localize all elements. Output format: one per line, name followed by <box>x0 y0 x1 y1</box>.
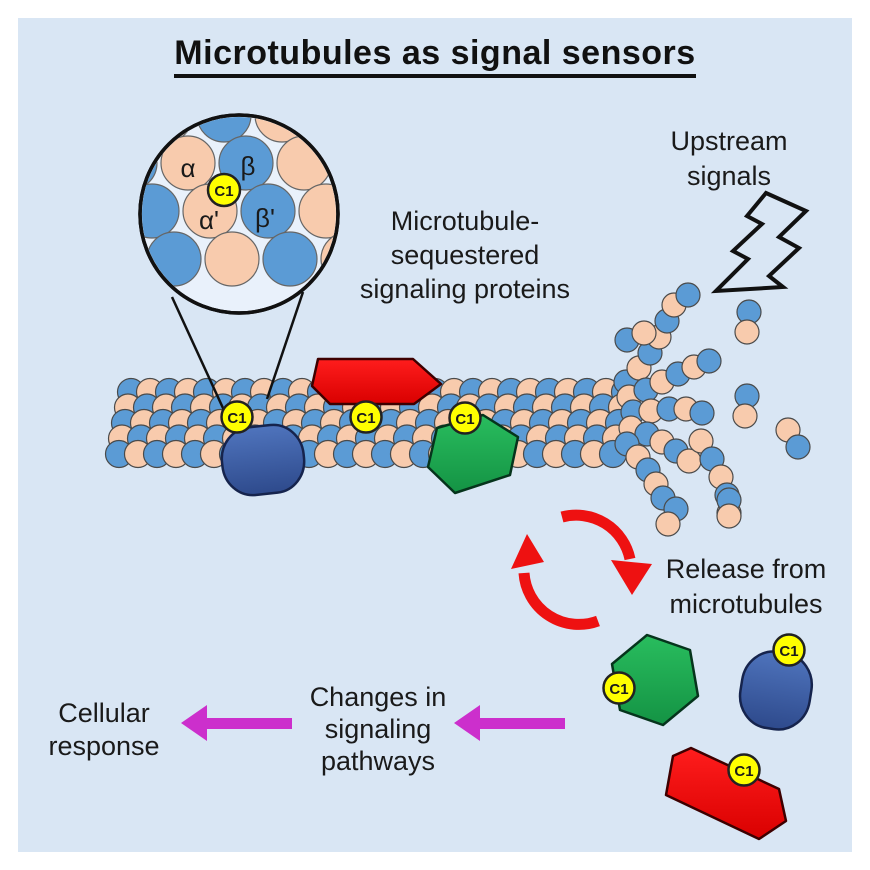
magnifier-cone-right-line <box>265 291 305 400</box>
alpha-prime-tubulin-label: α' <box>199 205 219 235</box>
cycle-arrow-up-head <box>511 534 544 569</box>
alpha-tubulin-label: α <box>180 153 195 183</box>
magnifier-inset-ring <box>138 113 340 315</box>
page-title: Microtubules as signal sensors <box>18 34 852 78</box>
label-line: Upstream <box>670 126 787 156</box>
c1-badge-circle <box>349 400 383 434</box>
label-microtubule-sequestered: Microtubule- sequestered signaling prote… <box>360 206 570 304</box>
released-tubulin-dimers <box>613 282 811 537</box>
label-line: microtubules <box>669 589 822 619</box>
c1-badge-text: C1 <box>734 763 753 780</box>
lightning-bolt-icon <box>710 190 810 294</box>
c1-badge-text: C1 <box>214 183 233 200</box>
label-line: sequestered <box>391 240 540 270</box>
free-dimer-circle <box>655 511 681 537</box>
c1-badge-circle <box>772 633 806 667</box>
c1-badge-text: C1 <box>779 643 798 660</box>
free-dimer-circle <box>716 503 742 529</box>
c1-badge-circle <box>602 671 636 705</box>
c1-badge-circle <box>448 401 482 435</box>
c1-badge-circle <box>206 172 242 208</box>
c1-badge-circle <box>727 753 761 787</box>
label-line: pathways <box>321 746 435 776</box>
label-line: Changes in <box>310 682 447 712</box>
protofilament-circle <box>689 400 715 426</box>
c1-badge-circle <box>220 400 254 434</box>
c1-badge-text: C1 <box>609 681 628 698</box>
free-dimer-circle <box>631 320 657 346</box>
beta-prime-tubulin-label: β' <box>255 203 275 233</box>
c1-badge-text: C1 <box>455 411 474 428</box>
release-cycle-arrows <box>511 509 652 630</box>
free-dimer-circle <box>732 403 758 429</box>
inset-c1-badge: C1 <box>206 172 242 208</box>
cycle-arrow-bottom-arc <box>518 572 600 630</box>
magnifier-cone-left-line <box>170 296 230 420</box>
inset-tubulin-circle <box>204 231 260 287</box>
pathway-arrow-left <box>181 705 292 741</box>
inset-tubulin-circle <box>196 117 252 143</box>
released-green-c1-badge: C1 <box>602 671 636 705</box>
beta-tubulin-label: β <box>241 151 256 181</box>
red-protein-on-microtubule <box>310 357 443 406</box>
label-line: Cellular <box>58 698 150 728</box>
protofilament-circle <box>696 348 722 374</box>
released-navy-c1-badge: C1 <box>772 633 806 667</box>
label-line: Microtubule- <box>391 206 540 236</box>
released-red-protein <box>664 746 788 841</box>
label-line: signaling <box>325 714 432 744</box>
protofilament-circle <box>675 282 701 308</box>
green-protein-c1-badge: C1 <box>448 401 482 435</box>
released-green-protein <box>610 633 700 727</box>
green-protein-on-microtubule <box>426 413 520 495</box>
label-cellular-response: Cellular response <box>48 698 159 761</box>
pathway-arrow-right <box>454 705 565 741</box>
inset-tubulin-circle <box>160 135 216 191</box>
label-release-from-microtubules: Release from microtubules <box>666 554 827 619</box>
released-red-c1-badge: C1 <box>727 753 761 787</box>
label-changes-in-signaling: Changes in signaling pathways <box>310 682 447 776</box>
navy-protein-c1-badge: C1 <box>220 400 254 434</box>
free-dimer-circle <box>785 434 811 460</box>
red-protein-c1-badge: C1 <box>349 400 383 434</box>
page-title-text: Microtubules as signal sensors <box>174 34 696 78</box>
inset-tubulin-circle <box>298 183 336 239</box>
inset-tubulin-circle <box>262 231 318 287</box>
cycle-arrow-top-arc <box>560 509 636 561</box>
label-line: Release from <box>666 554 827 584</box>
free-dimer-circle <box>734 319 760 345</box>
inset-tubulin-circle <box>240 183 296 239</box>
label-upstream-signals: Upstream signals <box>670 126 787 191</box>
label-line: signaling proteins <box>360 274 570 304</box>
c1-badge-text: C1 <box>227 410 246 427</box>
label-line: response <box>48 731 159 761</box>
label-line: signals <box>687 161 771 191</box>
navy-protein-on-microtubule <box>220 423 306 497</box>
cycle-arrow-down-head <box>611 560 652 595</box>
inset-tubulin-circle <box>142 183 180 239</box>
c1-badge-text: C1 <box>356 410 375 427</box>
